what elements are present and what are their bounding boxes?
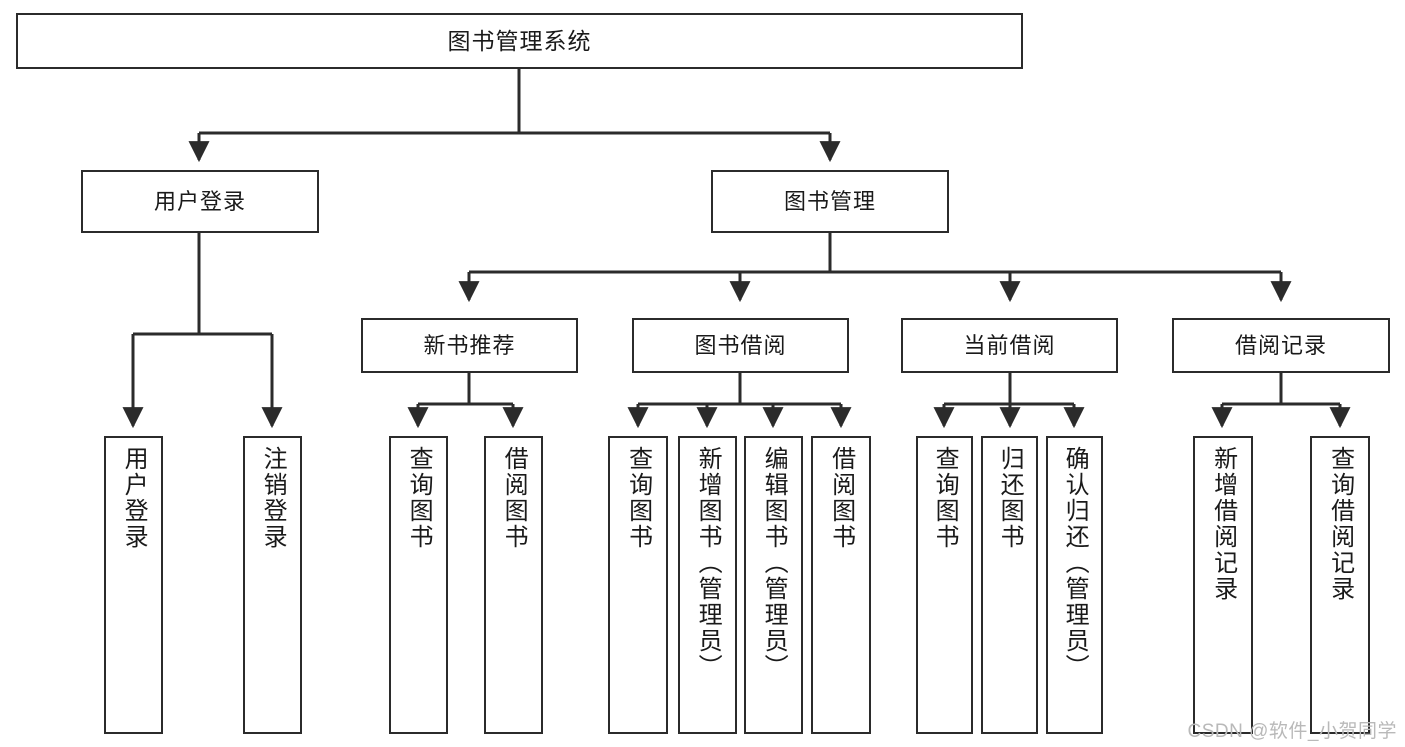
node-book-manage-label: 图书管理 xyxy=(783,188,876,214)
node-leaf-query-book-2-label: 查询图书 xyxy=(624,446,652,550)
node-leaf-user-login[interactable]: 用户登录 xyxy=(104,436,163,734)
node-leaf-borrow-book-1-label: 借阅图书 xyxy=(500,446,528,550)
node-leaf-add-record[interactable]: 新增借阅记录 xyxy=(1193,436,1253,734)
node-book-manage[interactable]: 图书管理 xyxy=(711,170,949,233)
node-leaf-edit-book[interactable]: 编辑图书（管理员） xyxy=(744,436,803,734)
node-root[interactable]: 图书管理系统 xyxy=(16,13,1023,69)
node-leaf-query-record-label: 查询借阅记录 xyxy=(1326,446,1354,602)
node-leaf-user-login-label: 用户登录 xyxy=(120,446,148,550)
node-leaf-query-book-1-label: 查询图书 xyxy=(405,446,433,550)
node-leaf-return-book[interactable]: 归还图书 xyxy=(981,436,1038,734)
node-leaf-confirm-return[interactable]: 确认归还（管理员） xyxy=(1046,436,1103,734)
node-leaf-query-record[interactable]: 查询借阅记录 xyxy=(1310,436,1370,734)
node-book-borrow[interactable]: 图书借阅 xyxy=(632,318,849,373)
node-new-book-recommend-label: 新书推荐 xyxy=(423,332,516,358)
node-leaf-borrow-book-1[interactable]: 借阅图书 xyxy=(484,436,543,734)
node-root-label: 图书管理系统 xyxy=(447,27,592,54)
node-leaf-add-record-label: 新增借阅记录 xyxy=(1209,446,1237,602)
watermark: CSDN @软件_小贺同学 xyxy=(1187,721,1397,742)
node-leaf-confirm-return-label: 确认归还（管理员） xyxy=(1061,446,1089,680)
node-leaf-borrow-book-2-label: 借阅图书 xyxy=(827,446,855,550)
node-leaf-query-book-1[interactable]: 查询图书 xyxy=(389,436,448,734)
node-user-login-label: 用户登录 xyxy=(153,188,246,214)
node-leaf-add-book-label: 新增图书（管理员） xyxy=(694,446,722,680)
node-book-borrow-label: 图书借阅 xyxy=(694,332,787,358)
node-leaf-edit-book-label: 编辑图书（管理员） xyxy=(760,446,788,680)
node-leaf-logout-login[interactable]: 注销登录 xyxy=(243,436,302,734)
node-leaf-logout-login-label: 注销登录 xyxy=(259,446,287,550)
node-current-borrow[interactable]: 当前借阅 xyxy=(901,318,1118,373)
node-leaf-query-book-3-label: 查询图书 xyxy=(931,446,959,550)
node-borrow-record[interactable]: 借阅记录 xyxy=(1172,318,1390,373)
node-leaf-add-book[interactable]: 新增图书（管理员） xyxy=(678,436,737,734)
node-leaf-borrow-book-2[interactable]: 借阅图书 xyxy=(811,436,871,734)
node-leaf-return-book-label: 归还图书 xyxy=(996,446,1024,550)
node-current-borrow-label: 当前借阅 xyxy=(963,332,1056,358)
node-new-book-recommend[interactable]: 新书推荐 xyxy=(361,318,578,373)
node-user-login[interactable]: 用户登录 xyxy=(81,170,319,233)
node-leaf-query-book-2[interactable]: 查询图书 xyxy=(608,436,668,734)
node-borrow-record-label: 借阅记录 xyxy=(1234,332,1327,358)
node-leaf-query-book-3[interactable]: 查询图书 xyxy=(916,436,973,734)
